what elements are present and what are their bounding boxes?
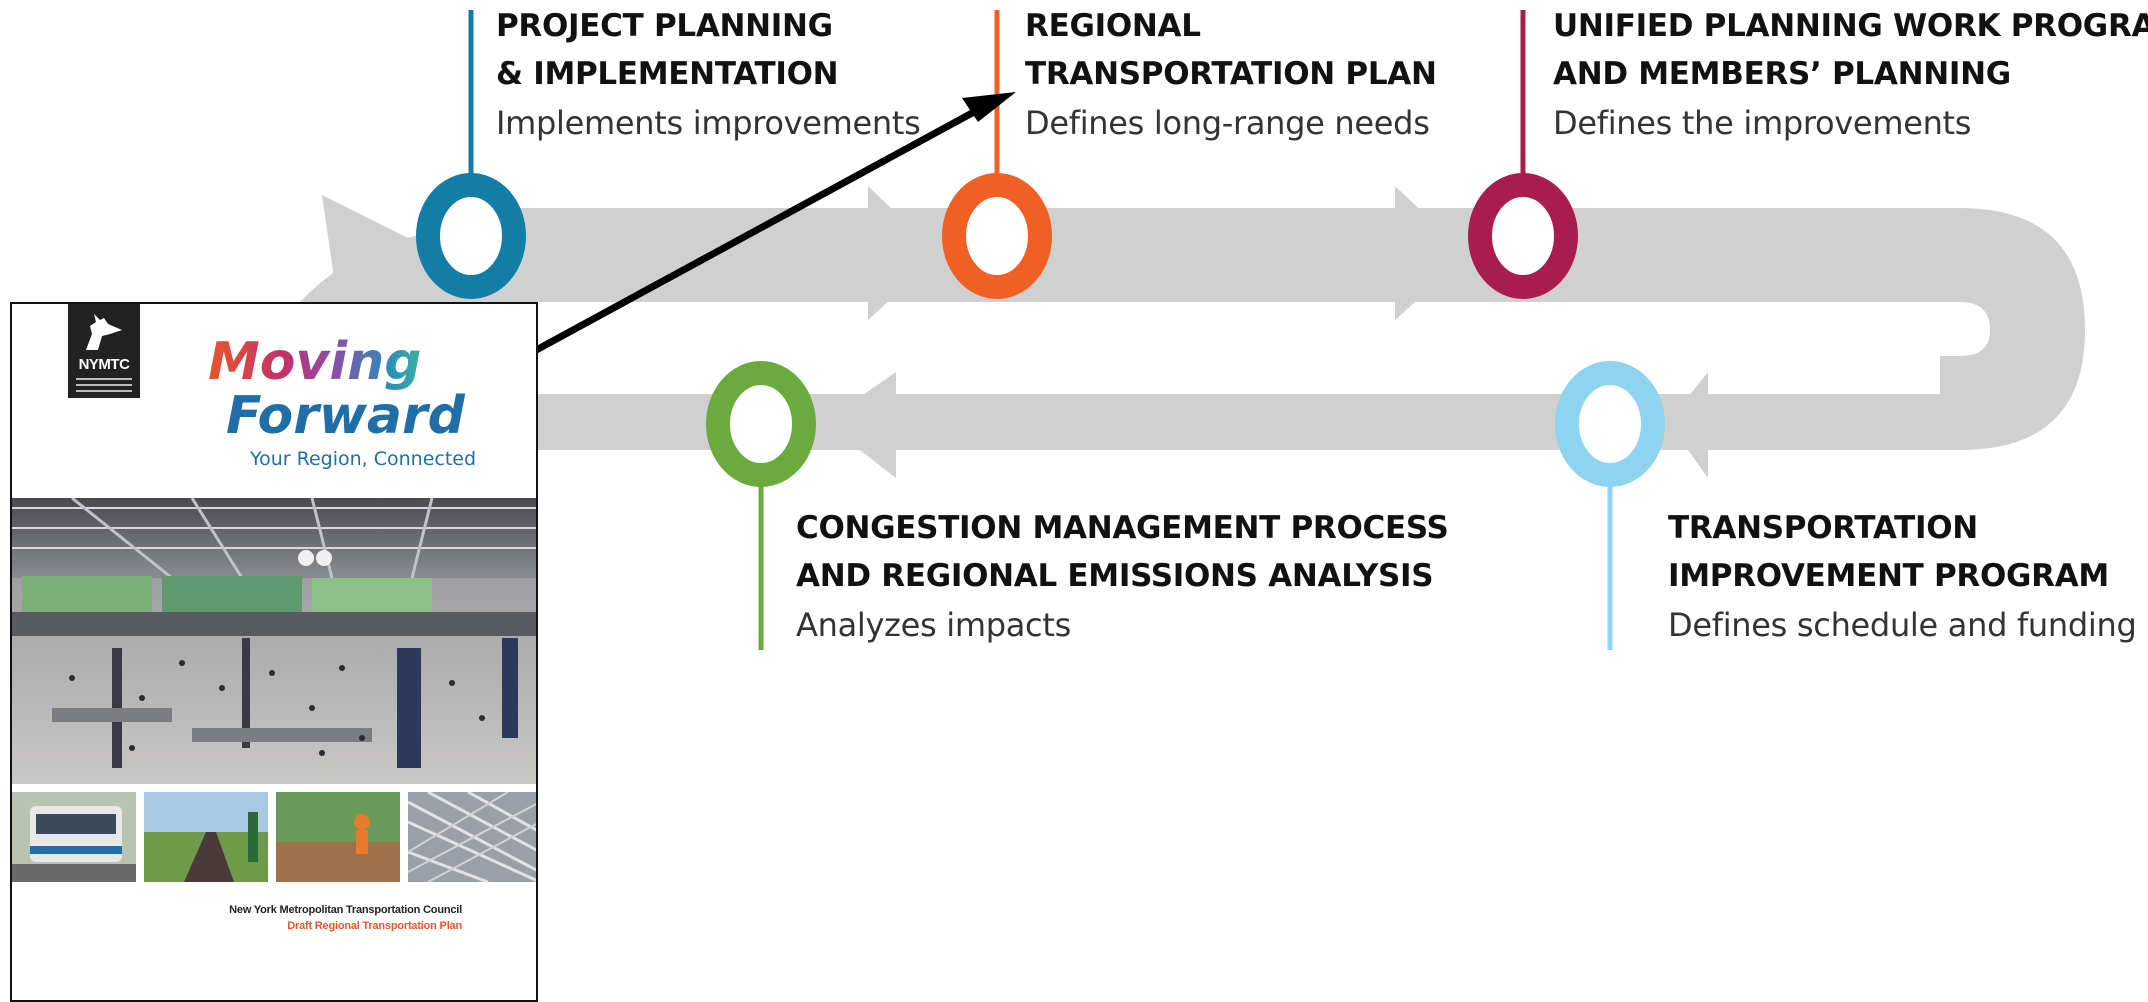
station-hall-photo bbox=[12, 498, 536, 784]
report-cover: NYMTC Moving Forward Your Region, Connec… bbox=[10, 302, 538, 1002]
regional-label: REGIONAL TRANSPORTATION PLAN Defines lon… bbox=[1025, 2, 1437, 148]
tip-node bbox=[1555, 361, 1665, 487]
regional-title-line2: TRANSPORTATION PLAN bbox=[1025, 56, 1437, 92]
cover-title-line2: Forward bbox=[226, 386, 465, 446]
logo-rule-3 bbox=[76, 390, 132, 392]
tip-title-line1: TRANSPORTATION bbox=[1668, 510, 1978, 546]
upwp-label: UNIFIED PLANNING WORK PROGRAM AND MEMBER… bbox=[1553, 2, 2148, 148]
liberty-icon bbox=[86, 314, 122, 350]
tip-description: Defines schedule and funding bbox=[1668, 606, 2137, 644]
tip-label: TRANSPORTATION IMPROVEMENT PROGRAM Defin… bbox=[1668, 504, 2137, 650]
cmp-label: CONGESTION MANAGEMENT PROCESS AND REGION… bbox=[796, 504, 1449, 650]
logo-rule-2 bbox=[76, 384, 132, 386]
pointer-arrow-line bbox=[468, 102, 987, 390]
tip-title-line2: IMPROVEMENT PROGRAM bbox=[1668, 558, 2109, 594]
arrowhead-to-regional bbox=[868, 186, 940, 320]
arrowhead-to-tip bbox=[1668, 372, 1708, 478]
cover-organization: New York Metropolitan Transportation Cou… bbox=[229, 904, 462, 916]
cover-document-title: Draft Regional Transportation Plan bbox=[287, 920, 462, 932]
cmp-title-line1: CONGESTION MANAGEMENT PROCESS bbox=[796, 510, 1449, 546]
bridge-cables-photo bbox=[408, 792, 536, 882]
upwp-description: Defines the improvements bbox=[1553, 104, 1972, 142]
cover-title-line1: Moving bbox=[208, 332, 422, 392]
upwp-title-line2: AND MEMBERS’ PLANNING bbox=[1553, 56, 2011, 92]
arrowhead-to-upwp bbox=[1395, 186, 1468, 320]
project-node bbox=[416, 173, 526, 299]
upwp-node bbox=[1468, 173, 1578, 299]
cmp-description: Analyzes impacts bbox=[796, 606, 1071, 644]
project-label: PROJECT PLANNING & IMPLEMENTATION Implem… bbox=[496, 2, 921, 148]
nymtc-logo: NYMTC bbox=[68, 304, 140, 398]
arrowhead-to-cmp bbox=[824, 372, 896, 478]
regional-description: Defines long-range needs bbox=[1025, 104, 1430, 142]
bus-photo bbox=[12, 792, 136, 882]
arrowhead-start bbox=[322, 195, 412, 292]
cover-thumbnail-strip bbox=[12, 792, 536, 882]
cmp-title-line2: AND REGIONAL EMISSIONS ANALYSIS bbox=[796, 558, 1434, 594]
project-title-line2: & IMPLEMENTATION bbox=[496, 56, 839, 92]
cmp-node bbox=[706, 361, 816, 487]
track-arrowheads bbox=[322, 186, 1708, 478]
regional-title-line1: REGIONAL bbox=[1025, 8, 1201, 44]
project-description: Implements improvements bbox=[496, 104, 921, 142]
rail-work-photo bbox=[276, 792, 400, 882]
logo-rule-1 bbox=[76, 378, 132, 380]
upwp-title-line1: UNIFIED PLANNING WORK PROGRAM bbox=[1553, 8, 2148, 44]
regional-node bbox=[942, 173, 1052, 299]
pointer-arrowhead bbox=[962, 92, 1016, 122]
bike-path-photo bbox=[144, 792, 268, 882]
project-title-line1: PROJECT PLANNING bbox=[496, 8, 833, 44]
planning-cycle-diagram bbox=[300, 10, 2085, 650]
cover-subtitle: Your Region, Connected bbox=[250, 448, 477, 470]
logo-wordmark: NYMTC bbox=[78, 356, 130, 373]
